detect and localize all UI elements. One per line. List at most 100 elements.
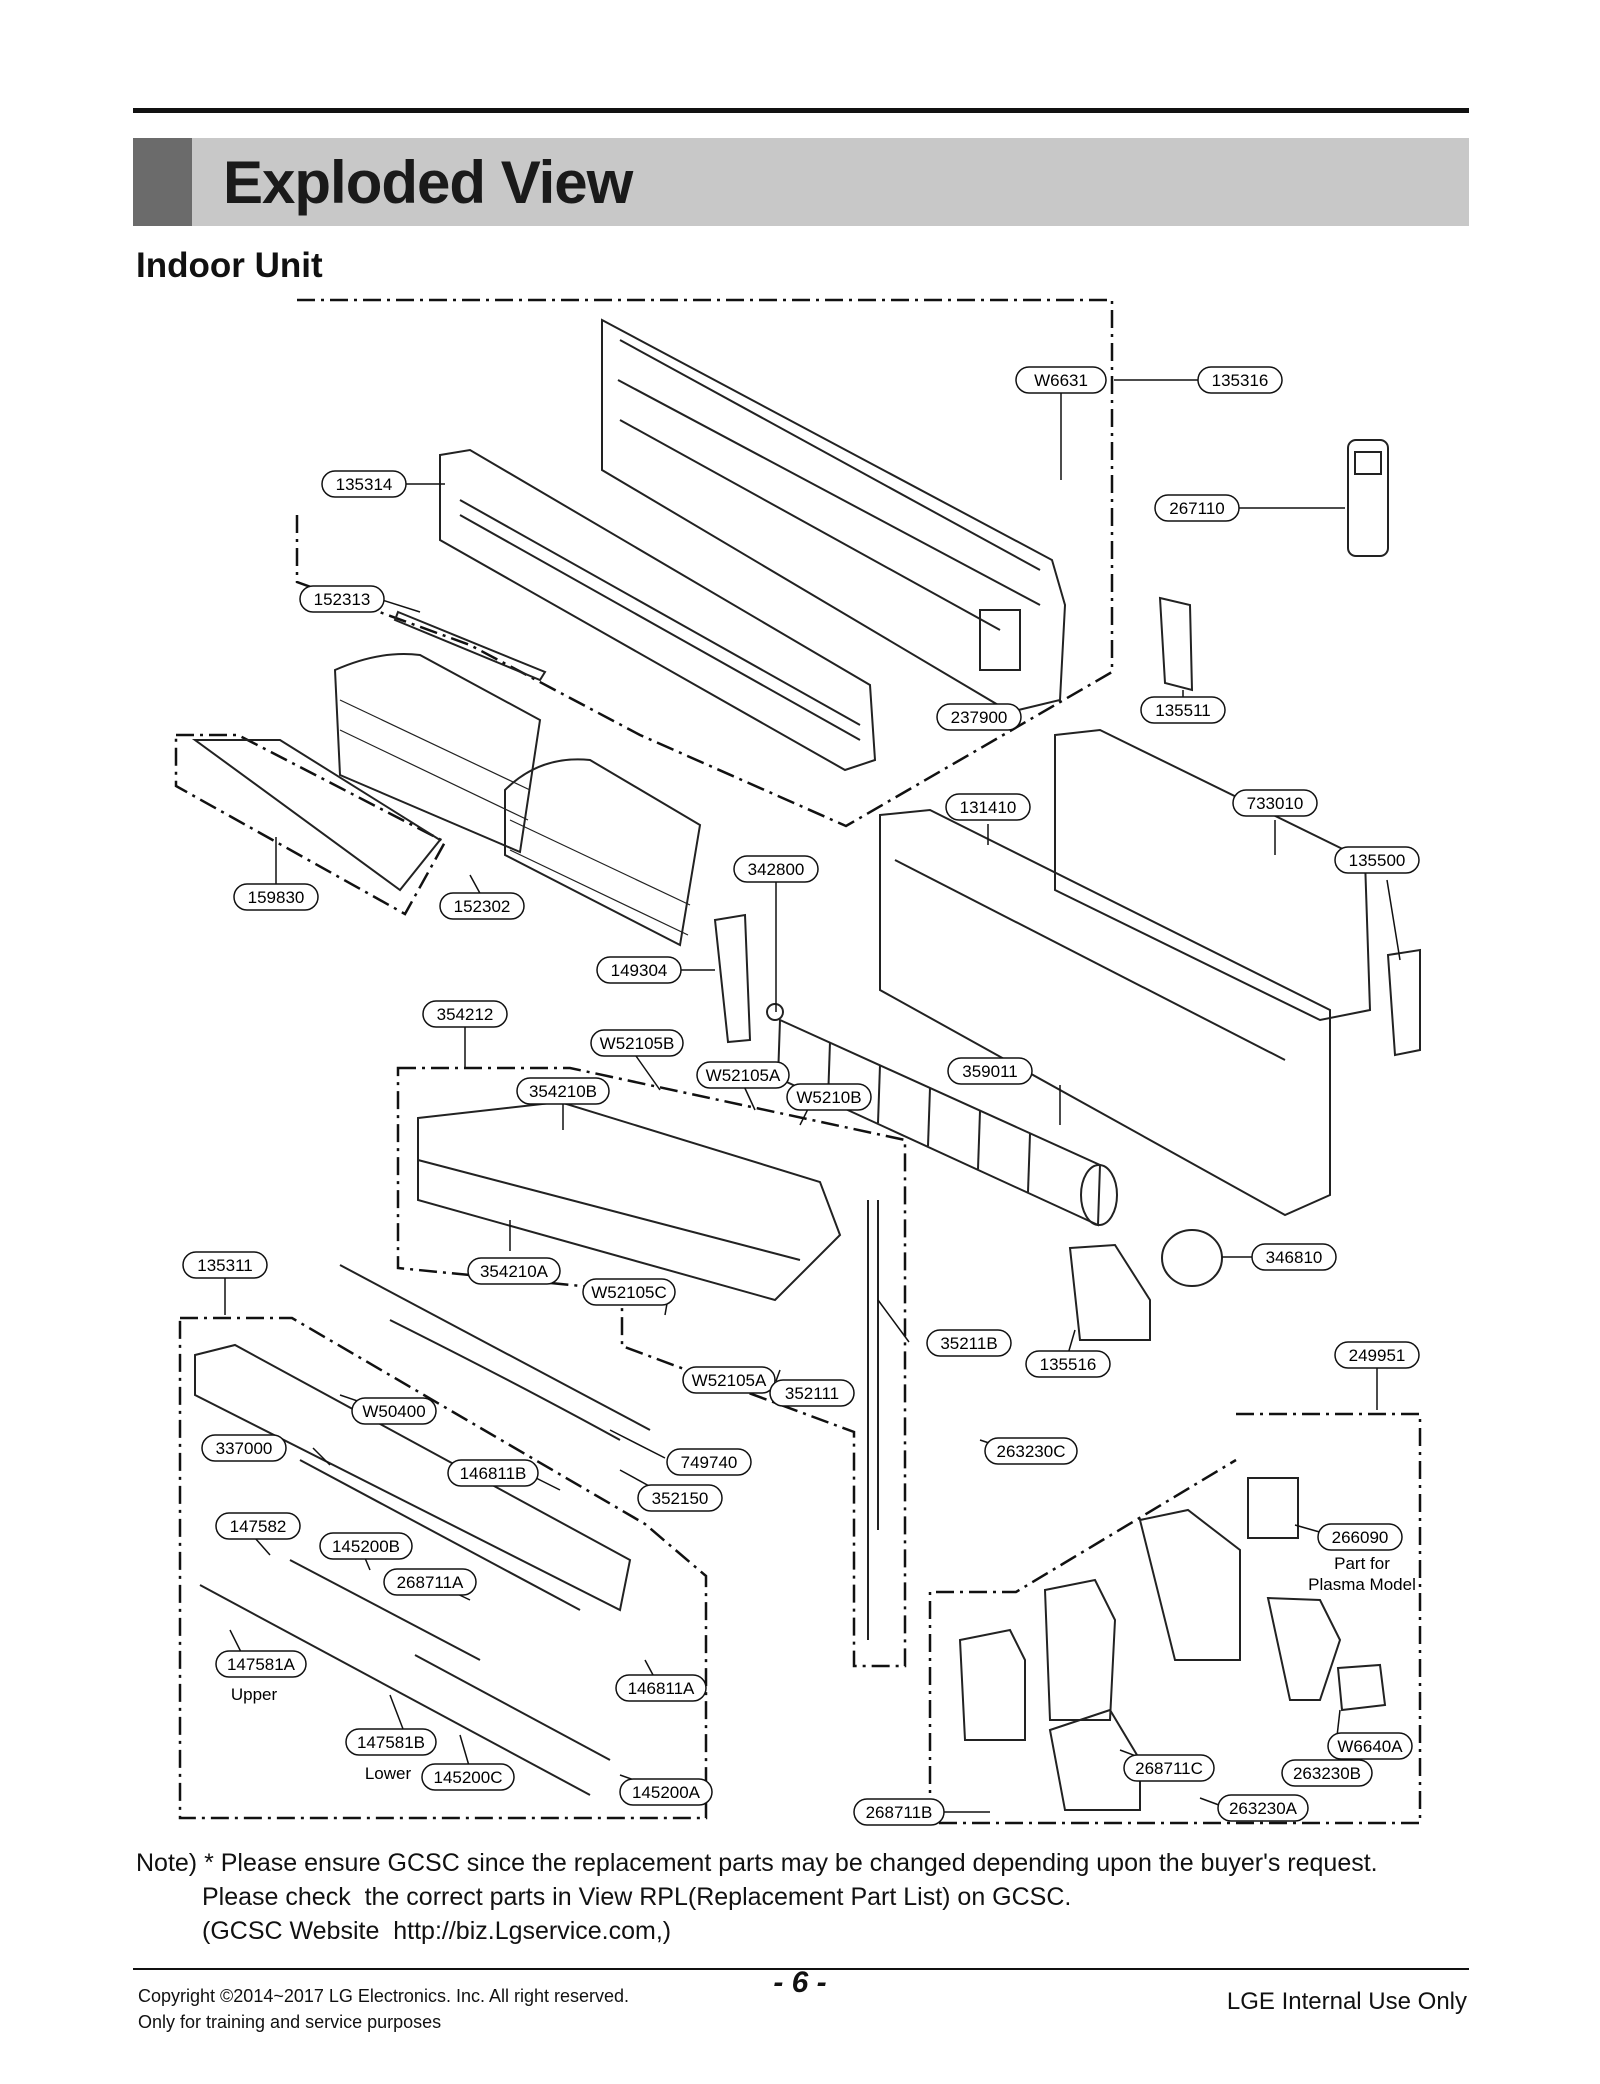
svg-text:152313: 152313	[314, 590, 371, 609]
plasma-label-line1: Part for	[1334, 1554, 1390, 1573]
title-tab	[133, 138, 192, 226]
filter-group-outline	[174, 733, 447, 916]
note-line-2: Please check the correct parts in View R…	[202, 1883, 1072, 1911]
svg-text:35211B: 35211B	[940, 1334, 997, 1353]
callout-346810: 346810	[1251, 1243, 1337, 1271]
callout-W5210B: W5210B	[786, 1083, 872, 1111]
note-block: Note) * Please ensure GCSC since the rep…	[136, 1846, 1378, 1948]
copyright-line: Copyright ©2014~2017 LG Electronics. Inc…	[138, 1986, 630, 2006]
callout-135311: 135311	[182, 1251, 268, 1279]
installation-plate-part	[1054, 728, 1372, 1022]
fan-motor-part	[1161, 1229, 1223, 1287]
side-bracket-part	[1386, 948, 1421, 1057]
svg-text:W52105B: W52105B	[600, 1034, 675, 1053]
callout-268711A: 268711A	[383, 1568, 477, 1596]
plasma-filter-part	[191, 739, 442, 892]
svg-text:147582: 147582	[230, 1517, 287, 1536]
note-line-1: Note) * Please ensure GCSC since the rep…	[136, 1849, 1378, 1877]
callout-135500: 135500	[1334, 846, 1420, 874]
section-title: Indoor Unit	[136, 246, 323, 285]
svg-text:147581A: 147581A	[227, 1655, 296, 1674]
svg-text:263230A: 263230A	[1229, 1799, 1298, 1818]
drain-hose-part	[389, 1319, 621, 1441]
bearing-holder-part	[713, 913, 752, 1044]
display-cover-part	[1158, 596, 1194, 692]
plasma-cover-part	[1266, 1596, 1342, 1701]
svg-text:267110: 267110	[1169, 499, 1224, 518]
svg-text:268711C: 268711C	[1135, 1759, 1203, 1778]
svg-text:733010: 733010	[1247, 794, 1304, 813]
callout-W52105A-bottom: W52105A	[682, 1366, 776, 1394]
motor-holder-part	[1068, 1243, 1151, 1341]
callout-145200C: 145200C	[421, 1763, 515, 1791]
callout-342800: 342800	[733, 855, 819, 883]
callout-152313: 152313	[299, 585, 385, 613]
callout-352111: 352111	[769, 1379, 855, 1407]
callout-W50400: W50400	[351, 1397, 437, 1425]
callout-W6640A: W6640A	[1327, 1732, 1413, 1760]
internal-use-label: LGE Internal Use Only	[1226, 1988, 1467, 2015]
callout-337000: 337000	[201, 1434, 287, 1462]
svg-text:337000: 337000	[216, 1439, 273, 1458]
svg-text:152302: 152302	[454, 897, 511, 916]
callout-159830: 159830	[233, 883, 319, 911]
training-line: Only for training and service purposes	[138, 2012, 442, 2032]
svg-text:237900: 237900	[951, 708, 1008, 727]
svg-text:352150: 352150	[652, 1489, 709, 1508]
callout-W52105C: W52105C	[582, 1278, 676, 1306]
callouts: W6631 135316 135314 267110 152313 135511…	[182, 366, 1420, 1826]
callout-147582: 147582	[215, 1512, 301, 1540]
svg-text:266090: 266090	[1332, 1528, 1389, 1547]
cross-flow-fan-part	[776, 1018, 1118, 1227]
callout-263230A: 263230A	[1217, 1794, 1309, 1822]
callout-135316: 135316	[1197, 366, 1283, 394]
svg-text:131410: 131410	[960, 798, 1017, 817]
control-box-rear	[1043, 1578, 1117, 1721]
callout-145200A: 145200A	[619, 1778, 713, 1806]
svg-text:146811B: 146811B	[460, 1464, 527, 1483]
plasma-label-line2: Plasma Model	[1308, 1575, 1416, 1594]
callout-35211B: 35211B	[926, 1329, 1012, 1357]
svg-text:147581B: 147581B	[357, 1733, 425, 1752]
svg-text:268711B: 268711B	[866, 1803, 933, 1822]
svg-text:249951: 249951	[1349, 1346, 1406, 1365]
callout-131410: 131410	[945, 793, 1031, 821]
callout-268711C: 268711C	[1123, 1754, 1215, 1782]
callout-152302: 152302	[439, 892, 525, 920]
svg-text:359011: 359011	[962, 1062, 1017, 1081]
chassis-part	[879, 808, 1331, 1217]
svg-text:W6640A: W6640A	[1337, 1737, 1403, 1756]
svg-text:263230B: 263230B	[1293, 1764, 1361, 1783]
callout-W52105A-top: W52105A	[696, 1061, 790, 1089]
svg-text:W52105A: W52105A	[692, 1371, 767, 1390]
svg-text:268711A: 268711A	[397, 1573, 464, 1592]
callout-268711B: 268711B	[853, 1798, 945, 1826]
callout-249951: 249951	[1334, 1341, 1420, 1369]
bottom-rule	[133, 1968, 1469, 1970]
svg-text:146811A: 146811A	[628, 1679, 695, 1698]
note-line-3: (GCSC Website http://biz.Lgservice.com,)	[202, 1917, 672, 1945]
callout-237900: 237900	[936, 703, 1022, 731]
front-cover-part	[439, 448, 877, 772]
svg-text:346810: 346810	[1266, 1248, 1323, 1267]
terminal-block-part	[1336, 1663, 1387, 1712]
callout-263230B: 263230B	[1281, 1759, 1373, 1787]
callout-749740: 749740	[666, 1448, 752, 1476]
svg-text:135500: 135500	[1349, 851, 1406, 870]
callout-354210A: 354210A	[467, 1257, 561, 1285]
page-title: Exploded View	[223, 149, 633, 216]
svg-text:145200A: 145200A	[632, 1783, 701, 1802]
air-filter-right	[504, 758, 702, 947]
control-box-front	[958, 1628, 1026, 1741]
svg-text:159830: 159830	[248, 888, 305, 907]
callout-267110: 267110	[1154, 494, 1240, 522]
vane-rod-part	[339, 1264, 651, 1431]
svg-text:342800: 342800	[748, 860, 805, 879]
svg-text:135314: 135314	[336, 475, 393, 494]
callout-135511: 135511	[1140, 696, 1226, 724]
callout-149304: 149304	[596, 956, 682, 984]
callout-733010: 733010	[1232, 789, 1318, 817]
svg-text:135516: 135516	[1040, 1355, 1097, 1374]
lower-vane-part	[299, 1459, 581, 1611]
